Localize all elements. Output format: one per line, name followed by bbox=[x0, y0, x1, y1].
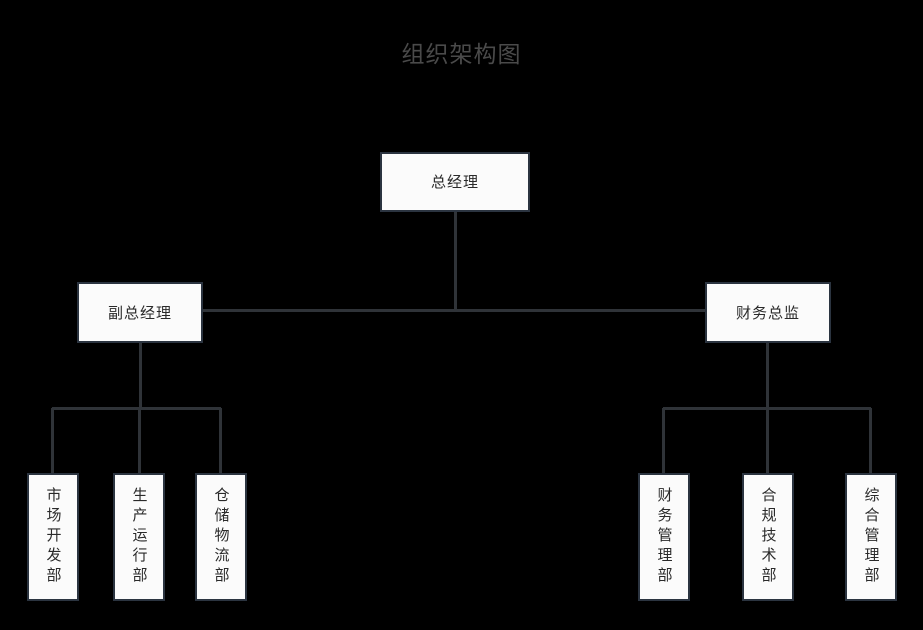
node-label: 仓储物流部 bbox=[212, 487, 231, 587]
node-general-management-dept[interactable]: 综合管理部 bbox=[845, 473, 897, 601]
node-general-manager[interactable]: 总经理 bbox=[380, 152, 530, 212]
node-market-development-dept[interactable]: 市场开发部 bbox=[27, 473, 79, 601]
node-financial-management-dept[interactable]: 财务管理部 bbox=[638, 473, 690, 601]
node-label: 合规技术部 bbox=[759, 487, 778, 587]
node-warehouse-logistics-dept[interactable]: 仓储物流部 bbox=[195, 473, 247, 601]
node-label: 财务总监 bbox=[735, 303, 800, 322]
node-production-operations-dept[interactable]: 生产运行部 bbox=[113, 473, 165, 601]
node-deputy-general-manager[interactable]: 副总经理 bbox=[77, 282, 203, 343]
node-label: 总经理 bbox=[430, 173, 479, 191]
node-financial-director[interactable]: 财务总监 bbox=[705, 282, 831, 343]
node-label: 综合管理部 bbox=[862, 487, 881, 587]
page-title: 组织架构图 bbox=[401, 42, 522, 68]
node-label: 市场开发部 bbox=[44, 487, 63, 587]
node-label: 财务管理部 bbox=[655, 487, 674, 587]
node-label: 副总经理 bbox=[107, 303, 172, 322]
node-compliance-technology-dept[interactable]: 合规技术部 bbox=[742, 473, 794, 601]
node-label: 生产运行部 bbox=[130, 487, 149, 587]
